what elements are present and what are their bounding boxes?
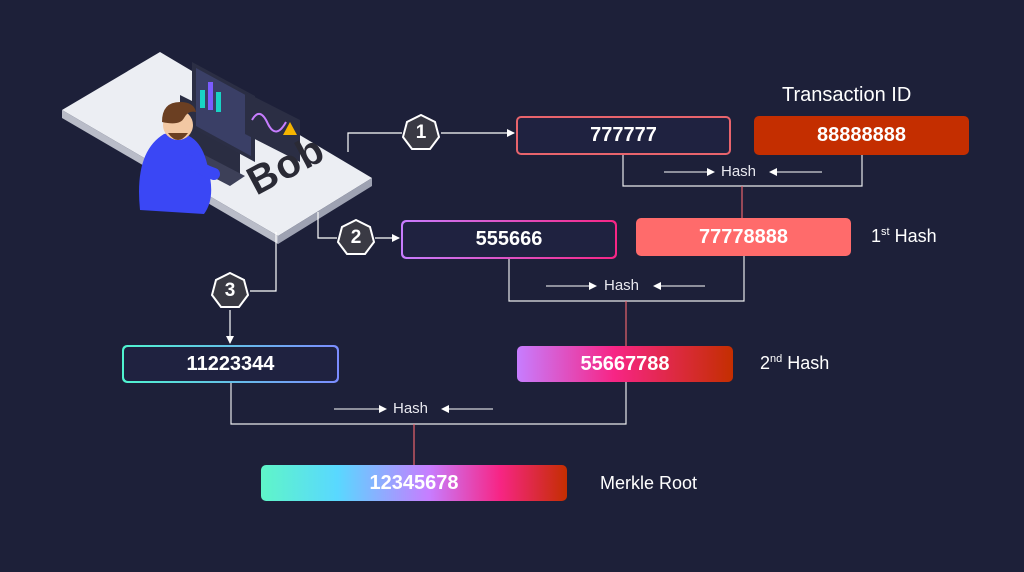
transaction-id-label: Transaction ID: [782, 84, 912, 106]
second-hash-label: 2nd Hash: [760, 353, 830, 373]
merkle-root-value: 12345678: [369, 471, 459, 494]
transaction-d-value: 11223344: [186, 352, 275, 375]
first-hash-value: 77778888: [699, 225, 788, 248]
transaction-a-value: 777777: [590, 124, 657, 146]
step-1-badge: 1: [401, 113, 441, 152]
bob-illustration: [62, 52, 372, 244]
first-hash-box: 77778888: [636, 218, 851, 256]
step-3-number: 3: [224, 280, 236, 301]
transaction-b-value: 88888888: [817, 124, 906, 146]
transaction-c-box: 555666: [401, 220, 617, 259]
hash-label-1: Hash: [721, 163, 757, 180]
transaction-a-box: 777777: [516, 116, 731, 155]
hash-label-2: Hash: [604, 277, 640, 294]
step-2-badge: 2: [336, 218, 376, 257]
step-3-badge: 3: [210, 271, 250, 310]
transaction-b-box: 88888888: [754, 116, 969, 155]
transaction-c-value: 555666: [475, 228, 543, 250]
second-hash-value: 55667788: [580, 352, 670, 375]
second-hash-box: 55667788: [517, 346, 733, 382]
warning-icon: [283, 122, 297, 135]
merkle-root-label: Merkle Root: [600, 473, 698, 493]
transaction-d-box: 11223344: [122, 345, 339, 383]
hash-label-3: Hash: [393, 400, 429, 417]
first-hash-label: 1st Hash: [871, 226, 937, 246]
step-2-number: 2: [350, 227, 362, 248]
merkle-root-box: 12345678: [261, 465, 567, 501]
step-1-number: 1: [415, 122, 427, 143]
